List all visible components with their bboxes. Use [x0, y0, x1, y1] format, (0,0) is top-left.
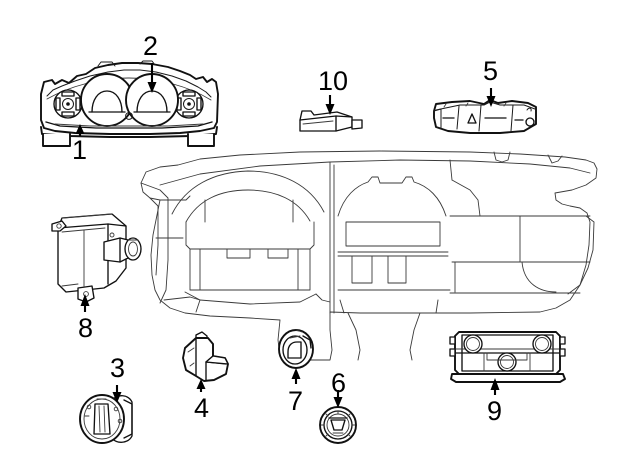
hazard-triangle-icon: [467, 113, 477, 124]
part-hazard-switch-bar: [433, 99, 537, 134]
callout-label-5: 5: [483, 56, 499, 86]
part-headlamp-switch: [79, 394, 133, 444]
callout-label-1: 1: [72, 135, 88, 165]
callout-label-9: 9: [487, 396, 503, 426]
callout-label-2: 2: [143, 31, 159, 61]
part-switch-bezel-panel: [449, 331, 566, 383]
callout-label-4: 4: [194, 393, 210, 423]
part-relay-module: [299, 110, 363, 132]
part-instrument-panel: [140, 150, 598, 361]
cup-symbol-icon: [330, 419, 346, 431]
part-instrument-cluster: [40, 60, 219, 147]
callout-leader-arrows: [75, 63, 500, 408]
cluster-gauge-small-left: [53, 89, 83, 119]
cluster-gauge-small-right: [174, 89, 204, 119]
callout-label-7: 7: [288, 386, 304, 416]
part-bezel-switch-7: [278, 329, 314, 369]
callout-label-10: 10: [318, 66, 349, 96]
part-push-button-6: [319, 406, 357, 444]
callout-label-6: 6: [331, 368, 347, 398]
part-rocker-switch: [182, 331, 229, 382]
part-control-module: [51, 213, 142, 303]
callout-label-8: 8: [78, 313, 94, 343]
callout-label-3: 3: [110, 353, 126, 383]
